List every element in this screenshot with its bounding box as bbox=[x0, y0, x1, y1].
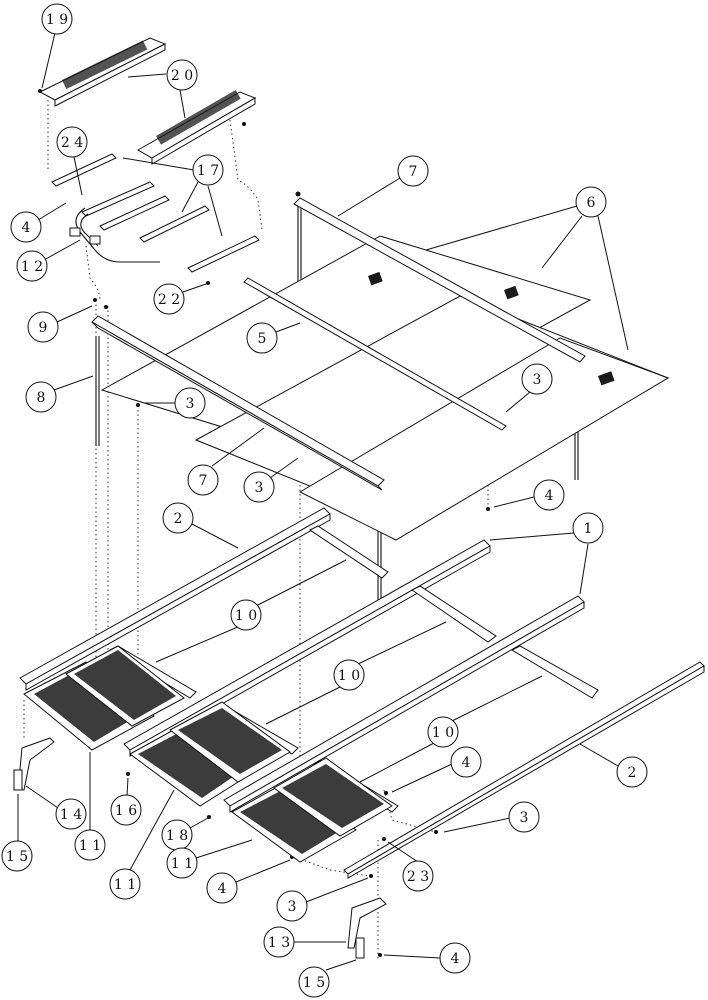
callout-7-lower: 7 bbox=[199, 473, 208, 489]
callout-11-right: 1 1 bbox=[171, 856, 193, 872]
callout-7-top: 7 bbox=[409, 164, 418, 180]
mounting-brackets bbox=[13, 737, 387, 959]
callout-23: 2 3 bbox=[407, 869, 429, 885]
callout-13: 1 3 bbox=[268, 935, 290, 951]
callout-16: 1 6 bbox=[115, 803, 137, 819]
callout-6: 6 bbox=[587, 195, 596, 211]
callout-12: 1 2 bbox=[21, 259, 43, 275]
callouts: 1 9 2 0 2 4 4 1 2 1 7 2 2 7 bbox=[1, 3, 648, 998]
callout-3-mid-left: 3 bbox=[186, 396, 195, 412]
callout-22: 2 2 bbox=[158, 292, 180, 308]
callout-19: 1 9 bbox=[46, 12, 68, 28]
step-tread-upper bbox=[38, 37, 167, 107]
callout-10-lower: 1 0 bbox=[432, 725, 454, 741]
callout-11-left: 1 1 bbox=[79, 838, 101, 854]
callout-1: 1 bbox=[584, 521, 593, 537]
callout-3-center: 3 bbox=[255, 480, 264, 496]
callout-9: 9 bbox=[39, 320, 48, 336]
callout-2-left: 2 bbox=[174, 511, 183, 527]
callout-20: 2 0 bbox=[171, 68, 193, 84]
callout-15-bottom: 1 5 bbox=[303, 975, 325, 991]
cross-beams bbox=[91, 197, 586, 491]
callout-4-top: 4 bbox=[22, 220, 31, 236]
callout-14: 1 4 bbox=[60, 807, 82, 823]
callout-3-right-lower: 3 bbox=[520, 810, 529, 826]
callout-15-left: 1 5 bbox=[6, 849, 28, 865]
callout-3-bottom: 3 bbox=[288, 899, 297, 915]
callout-18: 1 8 bbox=[166, 828, 188, 844]
grate-panels bbox=[23, 645, 393, 863]
callout-4-bottom-center: 4 bbox=[218, 881, 227, 897]
callout-4-bottom-right: 4 bbox=[451, 951, 460, 967]
callout-8: 8 bbox=[37, 390, 46, 406]
callout-10-top: 1 0 bbox=[235, 608, 257, 624]
step-frame-assembly bbox=[51, 153, 260, 273]
step-tread-lower bbox=[136, 90, 257, 165]
callout-4-right-lower: 4 bbox=[462, 755, 471, 771]
callout-11-center: 1 1 bbox=[114, 877, 136, 893]
callout-4-right-mid: 4 bbox=[545, 488, 554, 504]
callout-3-right-upper: 3 bbox=[533, 372, 542, 388]
callout-24: 2 4 bbox=[61, 135, 83, 151]
callout-5: 5 bbox=[258, 331, 267, 347]
callout-10-mid: 1 0 bbox=[338, 668, 360, 684]
callout-17: 1 7 bbox=[197, 163, 219, 179]
callout-2-right: 2 bbox=[628, 765, 637, 781]
